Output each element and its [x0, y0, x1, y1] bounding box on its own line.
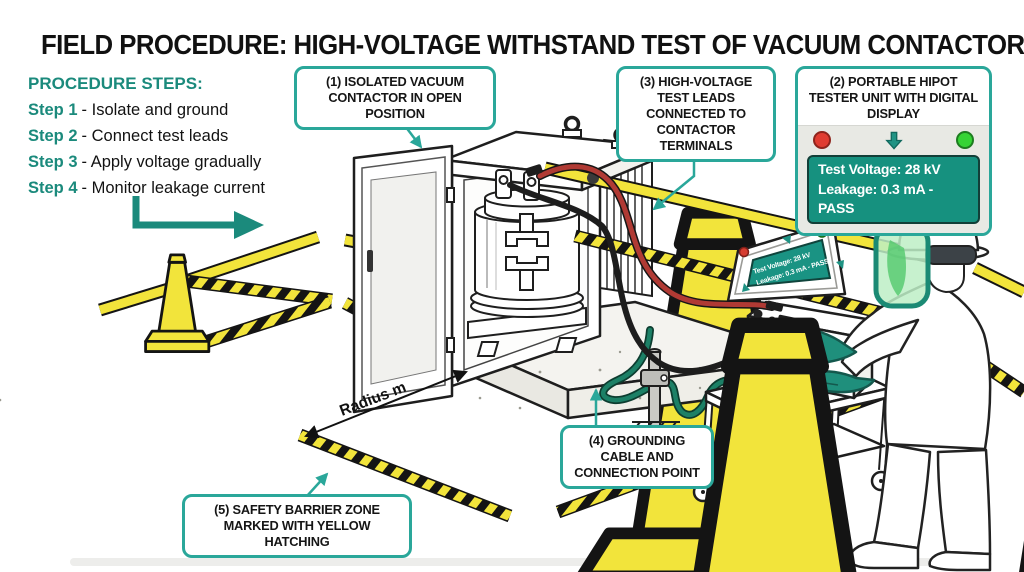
- leader-c5: [306, 472, 329, 497]
- test-leads: [507, 162, 796, 374]
- display-line2: Leakage: 0.3 mA - PASS: [818, 180, 934, 217]
- display-line1: Test Voltage: 28 kV: [818, 160, 941, 177]
- procedure-step-3: Step 3- Apply voltage gradually: [28, 153, 262, 171]
- safety-cone-back-left: [144, 253, 211, 353]
- contactor-cabinet: [352, 115, 658, 414]
- vacuum-contactor-bottle: [467, 169, 587, 340]
- lid-red-indicator: [738, 246, 750, 258]
- callout-grounding: (4) GROUNDING CABLE AND CONNECTION POINT: [560, 425, 714, 489]
- red-lead-clip: [525, 164, 543, 177]
- green-indicator-light: [956, 131, 974, 150]
- procedure-steps-heading: PROCEDURE STEPS:: [28, 74, 203, 93]
- upper-contact: [505, 231, 549, 247]
- down-arrow-icon: [884, 131, 903, 150]
- technician-leg-right: [936, 448, 992, 556]
- technician: [774, 206, 992, 572]
- red-indicator-light: [813, 131, 831, 150]
- tester-screen: [746, 238, 832, 288]
- procedure-steps: PROCEDURE STEPS: Step 1- Isolate and gro…: [28, 74, 298, 205]
- ground-clamp: [640, 369, 670, 387]
- lid-arrow-icon: [782, 235, 791, 244]
- procedure-step-1: Step 1- Isolate and ground: [28, 101, 229, 119]
- tester-lid: Test Voltage: 28 kV Leakage: 0.3 mA - PA…: [726, 220, 847, 303]
- lower-contact: [505, 256, 549, 271]
- cabinet-door: [352, 144, 455, 414]
- tester-jack-red: [753, 309, 763, 319]
- digital-display: Test Voltage: 28 kV Leakage: 0.3 mA - PA…: [807, 154, 980, 224]
- page-title: FIELD PROCEDURE: HIGH-VOLTAGE WITHSTAND …: [40, 28, 1024, 60]
- technician-boot-right: [928, 550, 992, 572]
- door-handle: [367, 250, 373, 272]
- callout-isolated-contactor: (1) ISOLATED VACUUM CONTACTOR IN OPEN PO…: [294, 66, 496, 130]
- callout-safety-barrier: (5) SAFETY BARRIER ZONE MARKED WITH YELL…: [182, 494, 412, 558]
- steps-flow-arrow: [132, 196, 264, 239]
- goggles-icon: [925, 245, 977, 265]
- callout-hipot-tester: (2) PORTABLE HIPOT TESTER UNIT WITH DIGI…: [795, 66, 992, 236]
- technician-torso: [842, 281, 992, 451]
- technician-boot-left: [848, 540, 920, 570]
- tester-panel: Test Voltage: 28 kV Leakage: 0.3 mA - PA…: [798, 124, 989, 233]
- tester-jack-black: [767, 316, 777, 326]
- callout-hipot-title: (2) PORTABLE HIPOT TESTER UNIT WITH DIGI…: [808, 74, 979, 121]
- procedure-step-4: Step 4- Monitor leakage current: [28, 179, 265, 197]
- procedure-step-2: Step 2- Connect test leads: [28, 127, 229, 145]
- callout-test-leads: (3) HIGH-VOLTAGE TEST LEADS CONNECTED TO…: [616, 66, 776, 162]
- red-test-lead: [537, 164, 775, 310]
